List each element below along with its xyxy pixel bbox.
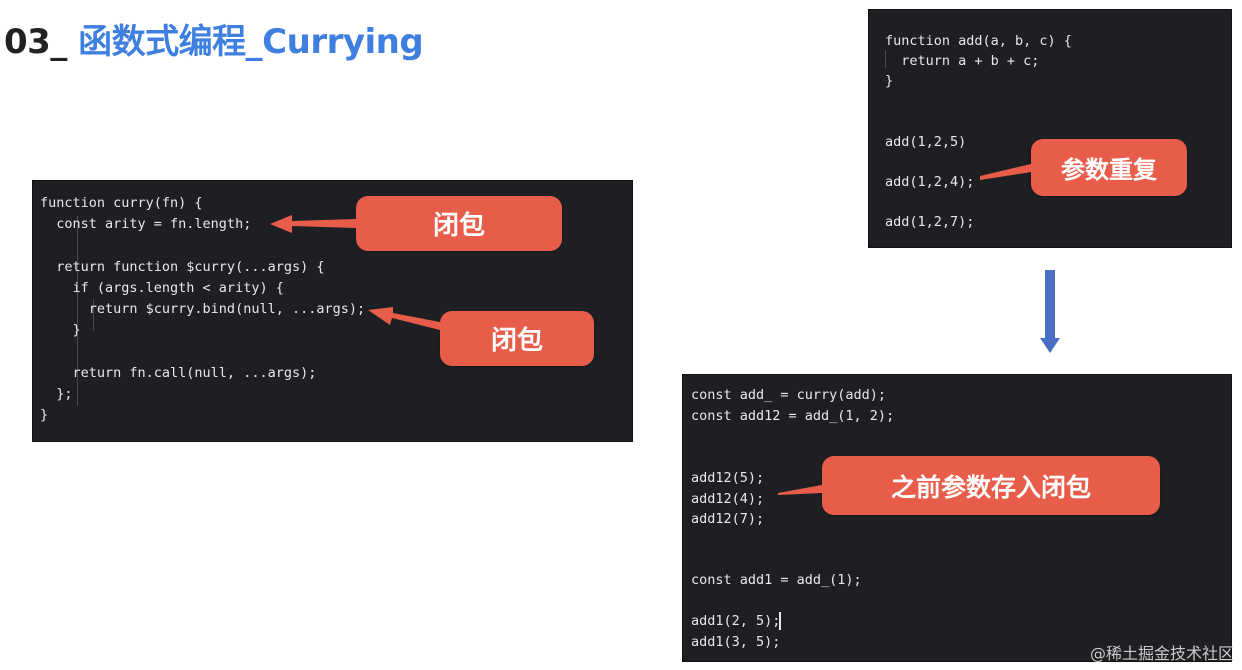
- code-line: if (args.length < arity) {: [40, 280, 284, 296]
- code-line: add(1,2,7);: [885, 214, 975, 230]
- usage-code-panel: const add_ = curry(add); const add12 = a…: [683, 375, 1231, 661]
- callout-label: 闭包: [432, 211, 485, 241]
- code-line: add1(3, 5);: [691, 634, 781, 650]
- code-line: }: [885, 73, 894, 89]
- code-line: const add1 = add_(1);: [691, 572, 862, 588]
- code-line: }: [40, 407, 49, 423]
- code-line: add12(4);: [691, 491, 765, 507]
- code-line: }: [40, 322, 81, 338]
- code-line: };: [40, 386, 73, 402]
- code-line: const add_ = curry(add);: [691, 387, 887, 403]
- code-line: const arity = fn.length;: [40, 216, 252, 232]
- code-line: add(1,2,5): [885, 134, 967, 150]
- code-line: add12(5);: [691, 470, 765, 486]
- watermark: @稀土掘金技术社区: [1089, 644, 1234, 663]
- code-line: add(1,2,4);: [885, 174, 975, 190]
- closure-callout-bottom: 闭包: [440, 311, 594, 366]
- page-title: 03_ 函数式编程_Currying: [4, 14, 424, 63]
- indent-guide: [77, 216, 78, 406]
- code-line: return fn.call(null, ...args);: [40, 365, 317, 381]
- curry-code: function curry(fn) { const arity = fn.le…: [40, 193, 365, 423]
- code-line: add1(2, 5);: [691, 613, 781, 629]
- code-line: function add(a, b, c) {: [885, 33, 1072, 49]
- code-line: const add12 = add_(1, 2);: [691, 408, 895, 424]
- repeated-params-callout: 参数重复: [1031, 139, 1187, 196]
- indent-guide: [885, 50, 886, 68]
- usage-code: const add_ = curry(add); const add12 = a…: [691, 385, 894, 650]
- callout-label: 闭包: [490, 326, 543, 356]
- title-number: 03_: [4, 22, 67, 62]
- closure-callout-top: 闭包: [356, 196, 562, 251]
- code-line: function curry(fn) {: [40, 195, 203, 211]
- title-text: 函数式编程_Currying: [66, 22, 424, 62]
- callout-label: 之前参数存入闭包: [890, 472, 1091, 502]
- code-line: return $curry.bind(null, ...args);: [40, 301, 366, 317]
- indent-guide: [93, 299, 94, 331]
- code-line: return function $curry(...args) {: [40, 259, 325, 275]
- code-line: add12(7);: [691, 511, 765, 527]
- closure-storage-callout: 之前参数存入闭包: [822, 456, 1160, 515]
- add-code-panel: function add(a, b, c) { return a + b + c…: [869, 10, 1231, 247]
- add-code: function add(a, b, c) { return a + b + c…: [885, 31, 1072, 230]
- callout-label: 参数重复: [1061, 156, 1157, 184]
- text-cursor: [779, 612, 781, 630]
- down-arrow-icon: [1040, 270, 1060, 353]
- code-line: return a + b + c;: [885, 53, 1040, 69]
